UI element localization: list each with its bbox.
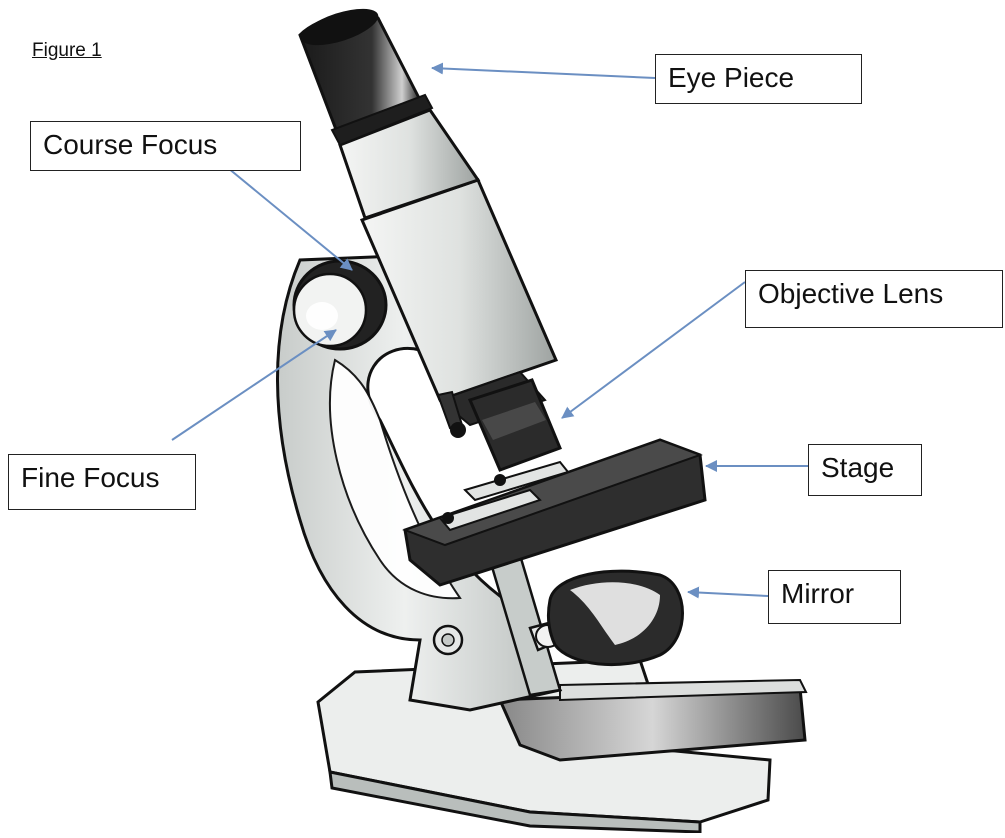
arrow-mirror: [688, 592, 768, 596]
focus-knob: [294, 261, 386, 349]
microscope-stage: [405, 440, 705, 585]
label-stage: Stage: [808, 444, 922, 496]
microscope-mirror: [530, 571, 683, 664]
label-course-focus: Course Focus: [30, 121, 301, 171]
figure-title: Figure 1: [32, 40, 102, 62]
arrow-objective-lens: [562, 282, 745, 418]
label-fine-focus: Fine Focus: [8, 454, 196, 510]
label-mirror: Mirror: [768, 570, 901, 624]
microscope-base: [318, 660, 806, 832]
label-eye-piece: Eye Piece: [655, 54, 862, 104]
arrow-eye-piece: [432, 68, 655, 78]
label-objective-lens: Objective Lens: [745, 270, 1003, 328]
arrow-course-focus: [228, 168, 352, 270]
